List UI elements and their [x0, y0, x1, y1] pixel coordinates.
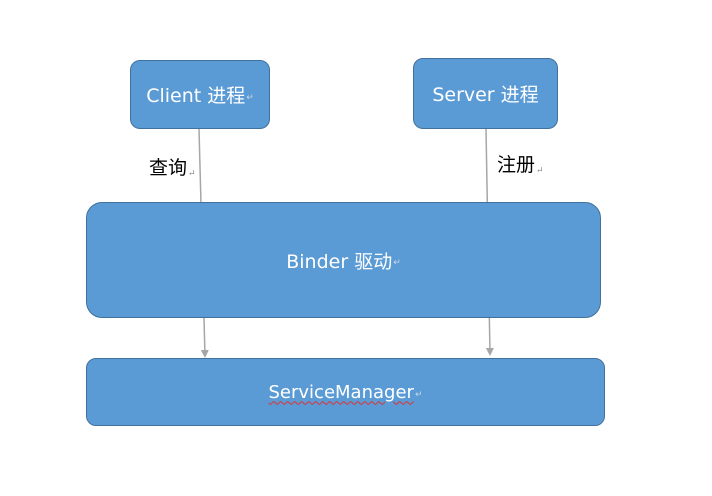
client-process-node: Client 进程↵	[130, 60, 270, 129]
query-edge-label: 查询↵	[149, 153, 196, 180]
binder-driver-label: Binder 驱动	[286, 250, 393, 273]
paragraph-mark-icon: ↵	[246, 92, 254, 103]
service-manager-text: ServiceManager	[269, 382, 414, 403]
server-process-node: Server 进程	[413, 58, 558, 129]
binder-driver-node: Binder 驱动↵	[86, 202, 601, 318]
paragraph-mark-icon: ↵	[414, 390, 423, 400]
register-label: 注册	[497, 154, 536, 176]
register-edge-label: 注册↵	[497, 150, 544, 177]
service-manager-label: ServiceManager	[268, 381, 414, 403]
paragraph-mark-icon: ↵	[536, 166, 544, 176]
query-label: 查询	[149, 157, 188, 179]
service-manager-node: ServiceManager↵	[86, 358, 605, 426]
paragraph-mark-icon: ↵	[188, 169, 196, 179]
paragraph-mark-icon: ↵	[393, 258, 401, 268]
server-process-label: Server 进程	[432, 84, 539, 106]
client-process-label: Client 进程	[146, 85, 246, 107]
